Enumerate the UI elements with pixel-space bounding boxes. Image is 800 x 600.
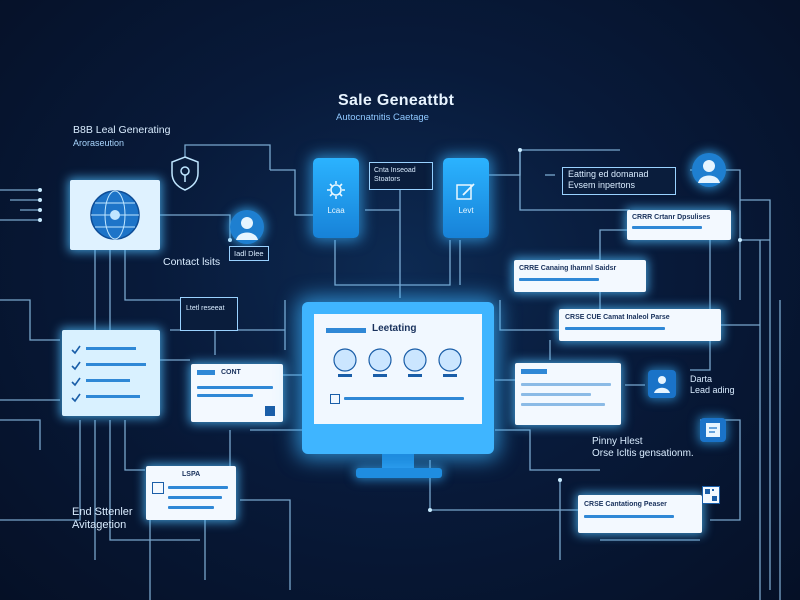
card-crse-parse-title: CRSE CUE Camat Inaleol Parse [565, 314, 670, 321]
content-store-line1: Cnta Inseoad [374, 167, 416, 174]
existing-line1: Eatting ed domanad [568, 169, 649, 179]
content-store-box: Cnta Inseoad Stoators [369, 162, 433, 190]
card-crse-parse[interactable]: CRSE CUE Camat Inaleol Parse [559, 309, 721, 341]
contact-lists-label: Contact lsits [163, 256, 221, 268]
avatar-tag: Iadl Dlee [229, 246, 269, 261]
document-icon [700, 418, 726, 442]
end-label: End Sttenler Avitagetion [72, 506, 133, 532]
edit-small-icon [265, 406, 275, 416]
monitor-frame: Leetating [302, 302, 494, 470]
card-bar [584, 515, 674, 518]
data-label-line1: Darta [690, 374, 713, 384]
monitor-stand [356, 468, 442, 478]
existing-demand-box: Eatting ed domanad Evsem inpertons [562, 167, 676, 195]
lead-research-label: Ltetl reseeat [186, 305, 225, 312]
card-lead-spa[interactable]: LSPA [146, 466, 236, 520]
card-bar [632, 226, 702, 229]
card-bar [197, 394, 253, 397]
b2b-label: B8B Leal Generating Aroraseution [73, 124, 170, 150]
screen-accent [326, 328, 366, 333]
lead-tile-label: Lcaa [327, 206, 345, 215]
data-label: Darta Lead ading [690, 374, 735, 396]
globe-icon [90, 190, 140, 240]
end-label-line2: Avitagetion [72, 519, 127, 531]
monitor-neck [382, 454, 414, 470]
pinny-label-line2: Orse Icltis gensationm. [592, 448, 694, 459]
card-bar [197, 386, 273, 389]
card-crm-duplicates[interactable]: CRRR Crtanr Dpsulises [627, 210, 731, 240]
lead-person-icon [648, 370, 676, 398]
edit-icon [456, 183, 475, 200]
b2b-label-line1: B8B Leal Generating [73, 124, 171, 136]
pencil-icon [330, 394, 340, 404]
card-bar [168, 496, 222, 499]
card-bar [521, 393, 591, 396]
card-crm-channel-title: CRRE Canaing Ihamnl Saidsr [519, 265, 617, 272]
data-label-line2: Lead ading [690, 385, 735, 395]
card-crm-channel[interactable]: CRRE Canaing Ihamnl Saidsr [514, 260, 646, 292]
profile-icon [692, 153, 726, 187]
card-bar [565, 327, 665, 330]
pinny-label: Pinny Hlest Orse Icltis gensationm. [592, 436, 694, 460]
card-bar [521, 383, 611, 386]
qr-icon [702, 486, 720, 504]
checklist-icon [71, 345, 146, 403]
checklist-panel [62, 330, 160, 416]
card-crm-duplicates-title: CRRR Crtanr Dpsulises [632, 214, 711, 221]
user-avatar-icon [230, 210, 264, 244]
card-crse-peaser[interactable]: CRSE Cantationg Peaser [578, 495, 702, 533]
globe-card [70, 180, 160, 250]
level-tile[interactable]: Levt [443, 158, 489, 238]
content-store-line2: Stoators [374, 176, 401, 183]
card-accent [197, 370, 215, 375]
card-bar [519, 278, 599, 281]
existing-line2: Evsem inpertons [568, 180, 636, 190]
card-contact[interactable]: CONT [191, 364, 283, 422]
pinny-label-line1: Pinny Hlest [592, 436, 643, 447]
card-lead-spa-title: LSPA [182, 471, 201, 478]
monitor-heading: Leetating [372, 323, 417, 334]
lead-research-box: Ltetl reseeat [180, 297, 238, 331]
card-crse-peaser-title: CRSE Cantationg Peaser [584, 501, 667, 508]
end-label-line1: End Sttenler [72, 506, 133, 518]
team-avatars-icon [333, 348, 462, 377]
b2b-label-line2: Aroraseution [73, 138, 125, 148]
card-bar [168, 506, 214, 509]
card-accent [521, 369, 547, 374]
card-lead-detail[interactable] [515, 363, 621, 425]
diagram-title: Sale Geneattbt [338, 92, 455, 109]
checkbox-icon [152, 482, 164, 494]
level-tile-label: Levt [458, 206, 474, 215]
shield-icon [171, 156, 199, 191]
card-bar [168, 486, 228, 489]
gear-icon [327, 181, 345, 199]
card-contact-title: CONT [221, 369, 241, 376]
diagram-subtitle: Autocnatnitis Caetage [336, 112, 429, 123]
lead-tile[interactable]: Lcaa [313, 158, 359, 238]
monitor-screen: Leetating [314, 314, 482, 424]
card-bar [521, 403, 605, 406]
screen-bar [344, 397, 464, 400]
